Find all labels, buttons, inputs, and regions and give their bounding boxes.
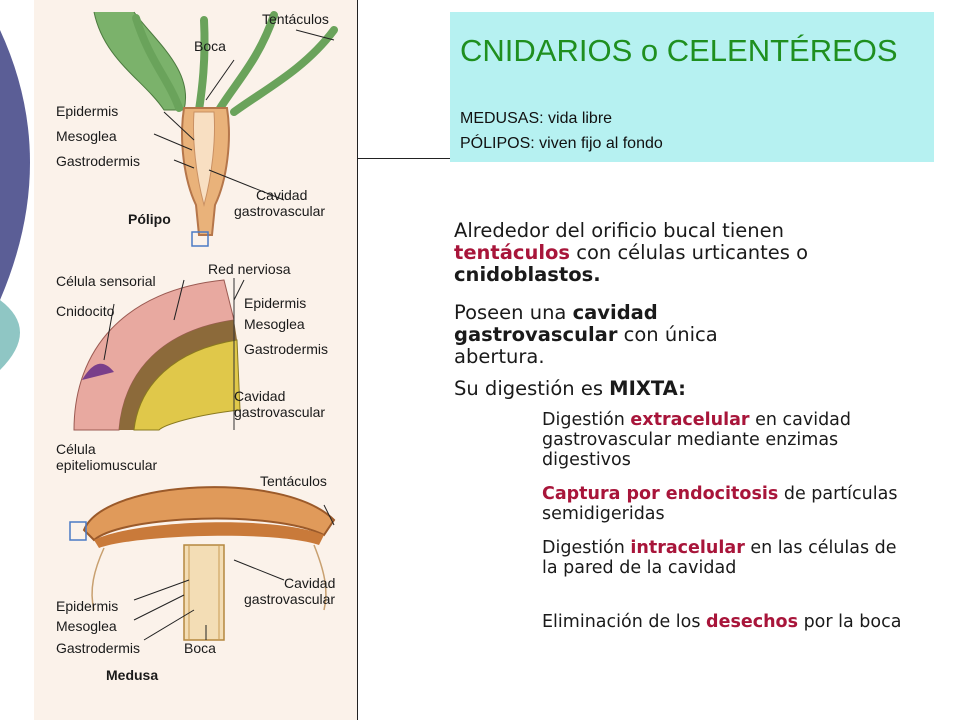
medusa-drawing — [69, 486, 336, 641]
label-tentaculos-bot: Tentáculos — [260, 473, 327, 489]
keyword-tentaculos: tentáculos — [454, 241, 571, 264]
label-cavidad-mid: Cavidad — [234, 388, 286, 404]
label-gastrodermis-mid: Gastrodermis — [244, 341, 329, 357]
keyword-mixta: MIXTA: — [609, 377, 686, 400]
cross-section-drawing — [73, 278, 241, 431]
label-epidermis-bot: Epidermis — [56, 598, 119, 614]
label-mesoglea-top: Mesoglea — [56, 128, 117, 144]
label-tentaculos-top: Tentáculos — [262, 11, 329, 27]
label-red-nerviosa: Red nerviosa — [208, 261, 291, 277]
label-gastrodermis-top: Gastrodermis — [56, 153, 141, 169]
keyword-endocitosis: Captura por endocitosis — [542, 484, 779, 504]
label-medusa: Medusa — [106, 667, 159, 683]
label-cavidad-top: Cavidad — [256, 187, 308, 203]
title-box: CNIDARIOS o CELENTÉREOS MEDUSAS: vida li… — [450, 12, 934, 162]
label-celula-epit: Célula — [56, 441, 96, 457]
horizontal-divider — [358, 158, 450, 159]
left-teal-shape — [0, 300, 20, 370]
polyp-drawing — [93, 11, 338, 247]
keyword-cavidad-gastrovascular: cavidad gastrovascular — [454, 301, 658, 346]
label-mesoglea-bot: Mesoglea — [56, 618, 117, 634]
left-decoration — [0, 30, 30, 370]
label-epidermis-top: Epidermis — [56, 103, 119, 119]
label-polipo: Pólipo — [128, 211, 171, 227]
left-purple-shape — [0, 30, 30, 300]
label-celula-sensorial: Célula sensorial — [56, 273, 156, 289]
label-gastrovascular-bot: gastrovascular — [244, 591, 336, 607]
subtitle-polipos: PÓLIPOS: viven fijo al fondo — [460, 135, 663, 152]
label-gastrovascular-top: gastrovascular — [234, 203, 326, 219]
label-epiteliomuscular: epiteliomuscular — [56, 457, 158, 473]
label-leader-lines — [103, 29, 335, 641]
slide-title: CNIDARIOS o CELENTÉREOS — [460, 33, 898, 68]
subtitle-medusas: MEDUSAS: vida libre — [460, 110, 613, 127]
label-mesoglea-mid: Mesoglea — [244, 316, 305, 332]
label-gastrodermis-bot: Gastrodermis — [56, 640, 141, 656]
label-gastrovascular-mid: gastrovascular — [234, 404, 326, 420]
label-cnidocito: Cnidocito — [56, 303, 115, 319]
keyword-cnidoblastos: cnidoblastos. — [454, 263, 601, 286]
label-boca-bot: Boca — [184, 640, 216, 656]
keyword-extracelular: extracelular — [630, 410, 750, 430]
label-boca-top: Boca — [194, 38, 226, 54]
vertical-divider — [357, 0, 358, 720]
label-cavidad-bot: Cavidad — [284, 575, 336, 591]
keyword-desechos: desechos — [706, 612, 798, 632]
keyword-intracelular: intracelular — [630, 538, 745, 558]
cnidarian-figure: Tentáculos Boca Epidermis Mesoglea Gastr… — [34, 0, 358, 720]
cnidarian-illustration — [69, 11, 338, 641]
label-epidermis-mid: Epidermis — [244, 295, 307, 311]
